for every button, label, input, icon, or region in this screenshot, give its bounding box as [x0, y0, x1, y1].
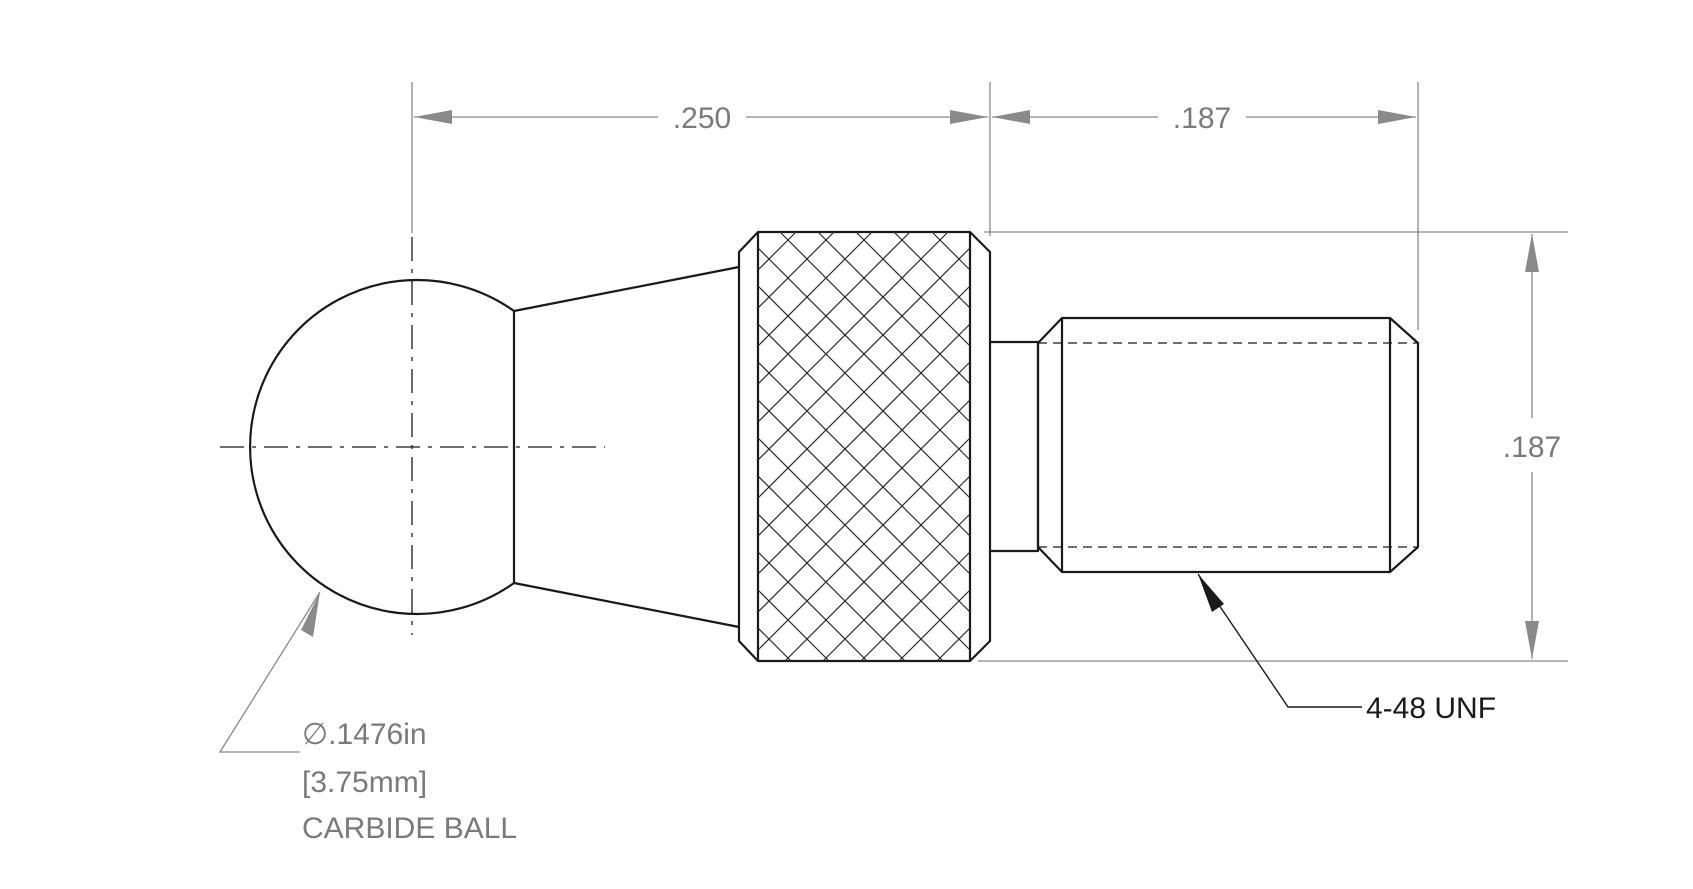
ball-callout-leader	[218, 591, 321, 753]
ball-diameter-inches: .1476in	[328, 718, 426, 751]
dimension-thread-length: .187	[992, 82, 1419, 330]
knurl-line	[784, 475, 971, 662]
knurl-line	[757, 475, 944, 662]
knurl-line	[757, 323, 971, 537]
knurl-line	[757, 231, 835, 309]
knurl-line	[757, 513, 906, 662]
ball-centerlines	[220, 237, 605, 635]
knurl-line	[893, 231, 971, 309]
dimension-thread-diameter: .187	[978, 231, 1568, 662]
dimension-thread-diameter-label: .187	[1503, 431, 1561, 464]
knurl-line	[757, 437, 971, 651]
knurl-line	[757, 231, 797, 271]
tapered-neck	[513, 265, 740, 629]
knurl-line	[931, 231, 971, 271]
diameter-symbol: ∅	[302, 718, 328, 751]
knurl-line	[860, 551, 971, 662]
knurl-line	[757, 247, 971, 461]
undercut-neck	[990, 340, 1040, 553]
knurl-line	[822, 513, 971, 662]
carbide-ball	[248, 278, 516, 616]
ball-callout-text: ∅.1476in [3.75mm] CARBIDE BALL	[302, 718, 517, 845]
knurled-body	[737, 230, 992, 663]
knurl-pattern	[757, 231, 971, 662]
knurl-line	[817, 231, 971, 385]
knurl-line	[757, 627, 792, 662]
ball-diameter-mm: [3.75mm]	[302, 766, 427, 799]
knurl-line	[757, 399, 971, 613]
thread-spec-label: 4-48 UNF	[1366, 692, 1496, 725]
knurl-line	[757, 589, 830, 662]
knurl-line	[779, 231, 971, 423]
knurl-line	[757, 285, 971, 499]
knurl-line	[898, 589, 971, 662]
dimension-250: .250	[411, 82, 991, 236]
threaded-shank	[1036, 316, 1420, 574]
knurl-line	[855, 231, 971, 347]
svg-text:∅.1476in: ∅.1476in	[302, 718, 427, 751]
thread-callout-leader: 4-48 UNF	[1197, 573, 1496, 725]
knurl-line	[757, 361, 971, 575]
knurl-line	[757, 231, 873, 347]
dimension-250-label: .250	[673, 102, 731, 135]
ball-material-note: CARBIDE BALL	[302, 812, 517, 845]
knurl-line	[936, 627, 971, 662]
knurl-line	[757, 231, 949, 423]
knurl-line	[757, 551, 868, 662]
knurl-line	[757, 231, 911, 385]
dimension-thread-length-label: .187	[1173, 102, 1231, 135]
